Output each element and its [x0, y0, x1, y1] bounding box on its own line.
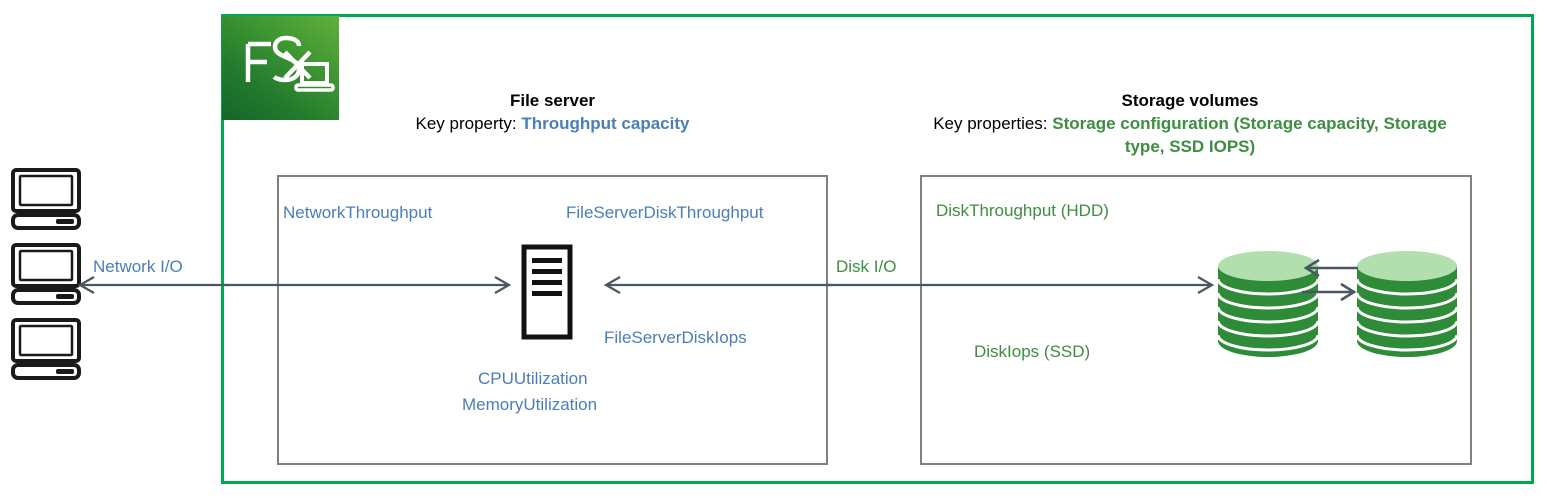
storage-volumes-key-value: Storage configuration (Storage capacity,… — [1052, 114, 1447, 156]
file-server-heading: File server Key property: Throughput cap… — [330, 89, 775, 135]
disk-io-arrow-to-storage — [828, 276, 1215, 294]
disk-io-label: Disk I/O — [836, 257, 897, 276]
metric-fileserver-disk-iops: FileServerDiskIops — [604, 328, 747, 347]
file-server-title: File server — [509, 91, 596, 110]
network-io-arrow-to-clients — [77, 276, 230, 294]
storage-volumes-key-label: Key properties: — [933, 114, 1053, 133]
file-server-key-label: Key property: — [415, 114, 522, 133]
file-server-box — [277, 175, 828, 465]
storage-volume-disk-icon — [1216, 250, 1321, 362]
network-io-arrow-to-file-server — [225, 276, 512, 294]
metric-fileserver-disk-throughput: FileServerDiskThroughput — [566, 203, 764, 222]
client-computer-icon — [10, 243, 82, 310]
client-computer-icon — [10, 168, 82, 235]
file-server-key-value: Throughput capacity — [521, 114, 690, 133]
storage-volumes-heading: Storage volumes Key properties: Storage … — [930, 89, 1450, 158]
disk-io-arrow-to-file-server — [603, 276, 832, 294]
storage-volumes-key-properties: Key properties: Storage configuration (S… — [930, 112, 1450, 158]
file-server-icon — [521, 244, 573, 340]
storage-volume-disk-icon — [1355, 250, 1460, 362]
metric-cpu-utilization: CPUUtilization — [478, 369, 588, 388]
fsx-service-logo — [222, 16, 339, 120]
storage-volumes-box — [920, 175, 1472, 465]
metric-disk-throughput-hdd: DiskThroughput (HDD) — [936, 201, 1109, 220]
storage-volumes-title: Storage volumes — [1121, 91, 1259, 110]
metric-disk-iops-ssd: DiskIops (SSD) — [974, 342, 1091, 361]
fsx-service-boundary — [221, 14, 1534, 484]
metric-network-throughput: NetworkThroughput — [283, 203, 433, 222]
client-computer-icon — [10, 318, 82, 385]
laptop-icon — [294, 62, 335, 92]
inter-volume-replication-arrows — [1302, 258, 1358, 302]
network-io-label: Network I/O — [93, 257, 183, 276]
client-computers-group — [10, 168, 95, 380]
file-server-key-property: Key property: Throughput capacity — [330, 112, 775, 135]
metric-memory-utilization: MemoryUtilization — [462, 395, 598, 414]
